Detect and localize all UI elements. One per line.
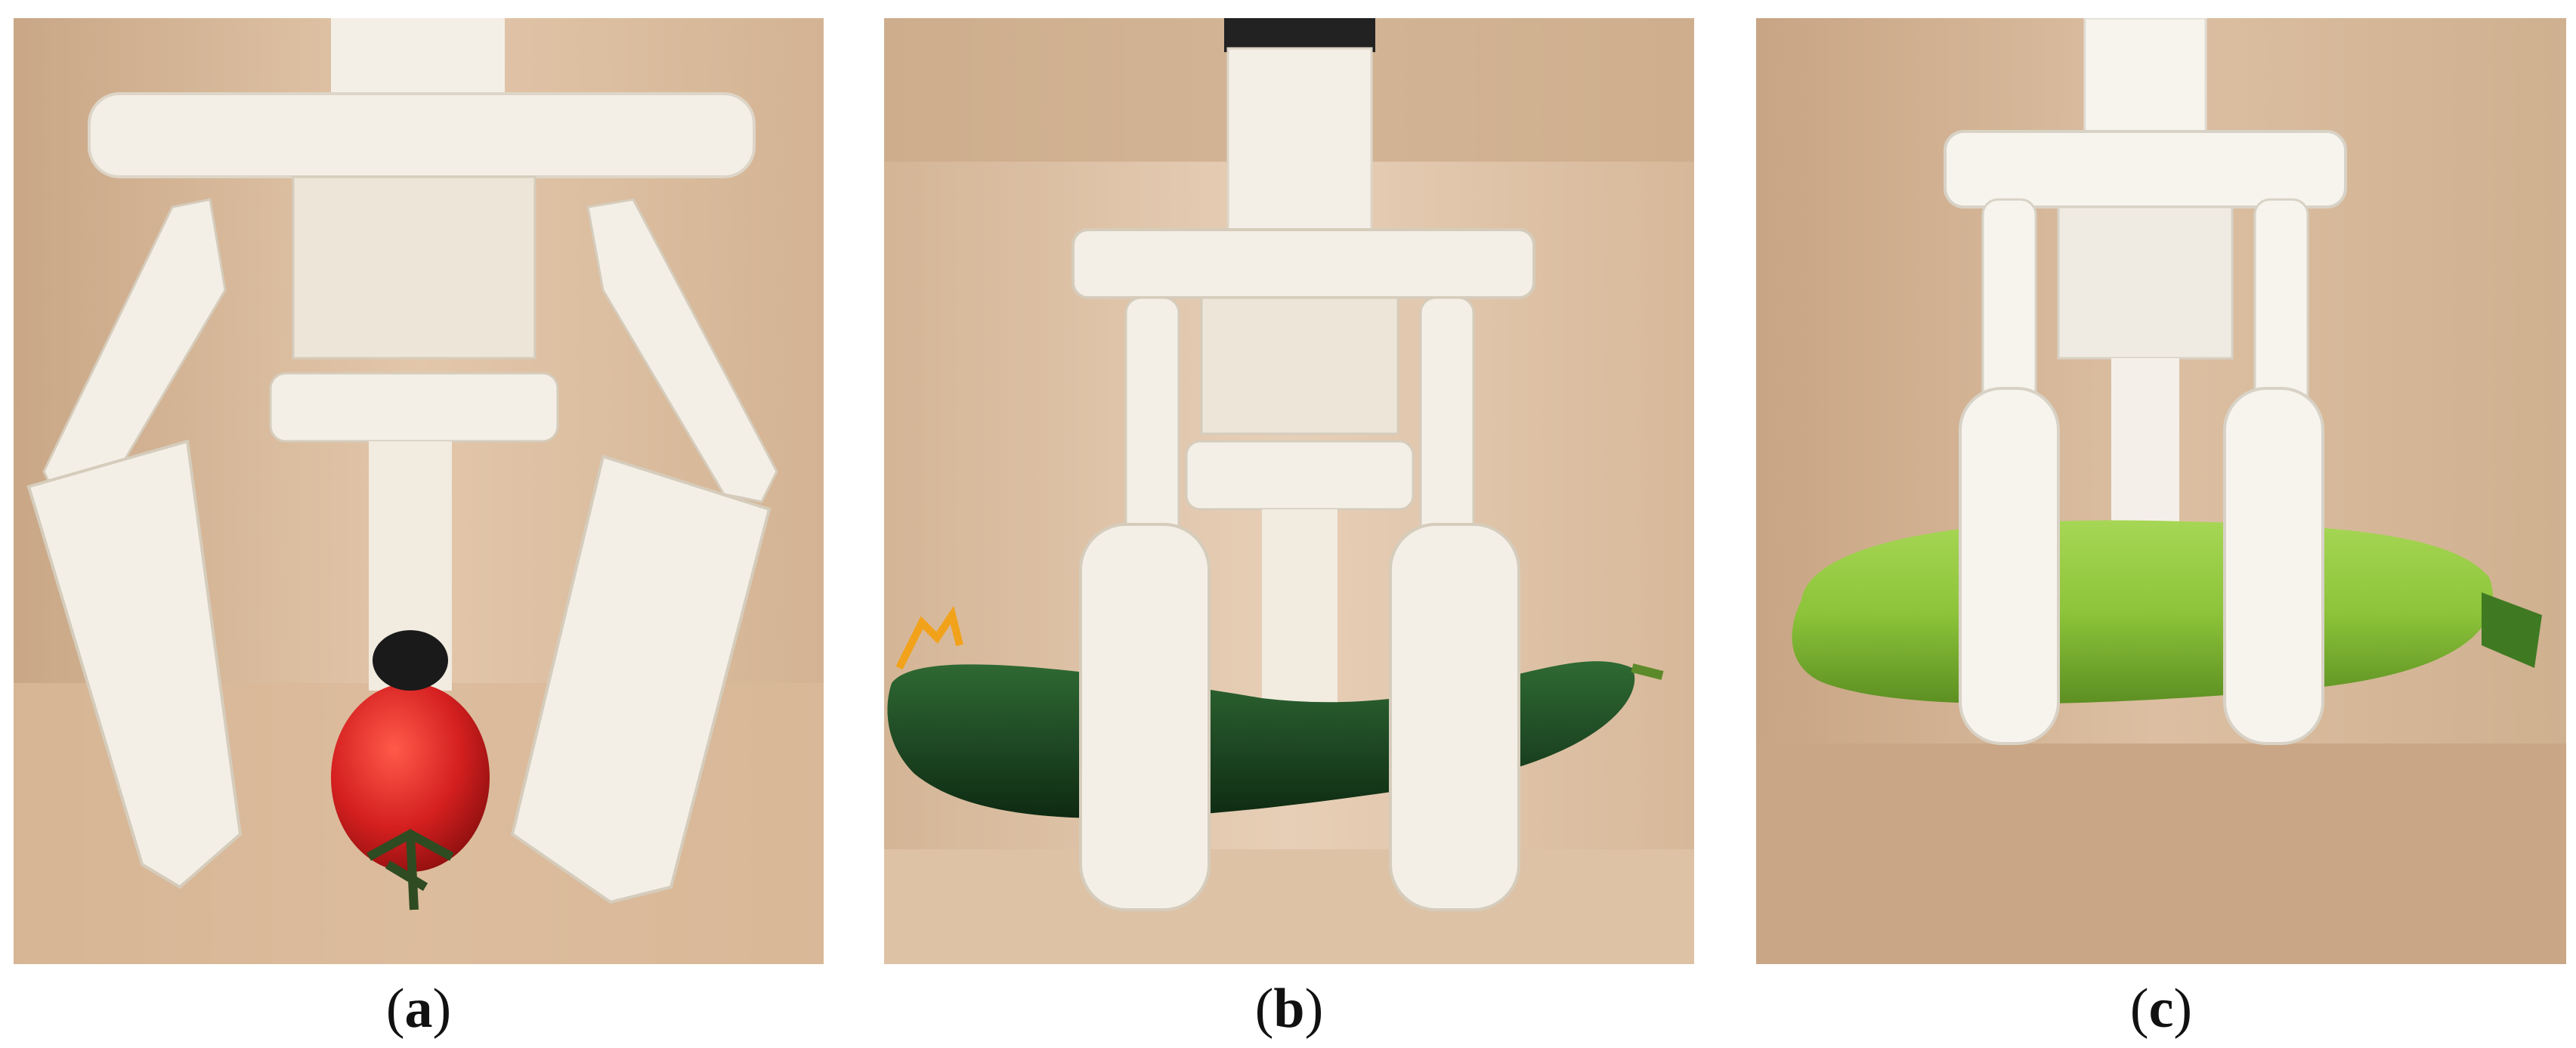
gripper-top-plate (88, 92, 756, 178)
gripper-hub (2057, 206, 2234, 360)
caption-a: (a) (385, 978, 452, 1040)
caption-letter-c: c (2148, 978, 2174, 1040)
caption-b: (b) (1254, 978, 1324, 1040)
gripper-link-left (1124, 296, 1180, 549)
gripper-top-plate (1944, 130, 2347, 209)
tomato-gripper-photo (14, 18, 824, 964)
cucumber-flower (895, 605, 963, 670)
wood-shelf-bottom (884, 849, 1694, 964)
caption-letter-a: a (404, 978, 433, 1040)
wood-shelf-bottom (1756, 743, 2566, 964)
gripper-pad-right-front (1389, 523, 1520, 911)
gripper-shaft (1262, 509, 1337, 706)
cucumber-stem (1631, 663, 1664, 680)
gripper-pad-left-front (1079, 523, 1211, 911)
gripper-pad-right (510, 454, 772, 904)
soft-pad-top (373, 630, 448, 691)
zucchini-gripper-photo (1756, 18, 2566, 964)
gripper-hub-ring (1185, 440, 1415, 511)
gripper-hub-ring (269, 372, 559, 443)
gripper-column-cap (1224, 18, 1375, 52)
photo-panel-a (14, 18, 824, 964)
gripper-finger-right (586, 198, 778, 503)
gripper-column (331, 18, 505, 101)
zucchini-stem (2482, 592, 2542, 668)
gripper-hub (292, 175, 537, 360)
caption-letter-b: b (1273, 978, 1305, 1040)
caption-c: (c) (2129, 978, 2193, 1040)
gripper-pad-left (1959, 387, 2060, 745)
gripper-column (1226, 47, 1373, 246)
gripper-link-right (1419, 296, 1475, 549)
gripper-pad-left (26, 439, 243, 889)
photo-panel-c (1756, 18, 2566, 964)
photo-panel-b (884, 18, 1694, 964)
tomato (331, 683, 490, 872)
tomato-stem (366, 829, 454, 910)
gripper-shaft (2111, 358, 2179, 547)
gripper-pad-right (2223, 387, 2324, 745)
gripper-hub (1200, 296, 1399, 435)
cucumber-gripper-photo (884, 18, 1694, 964)
gripper-top-plate (1072, 228, 1535, 299)
